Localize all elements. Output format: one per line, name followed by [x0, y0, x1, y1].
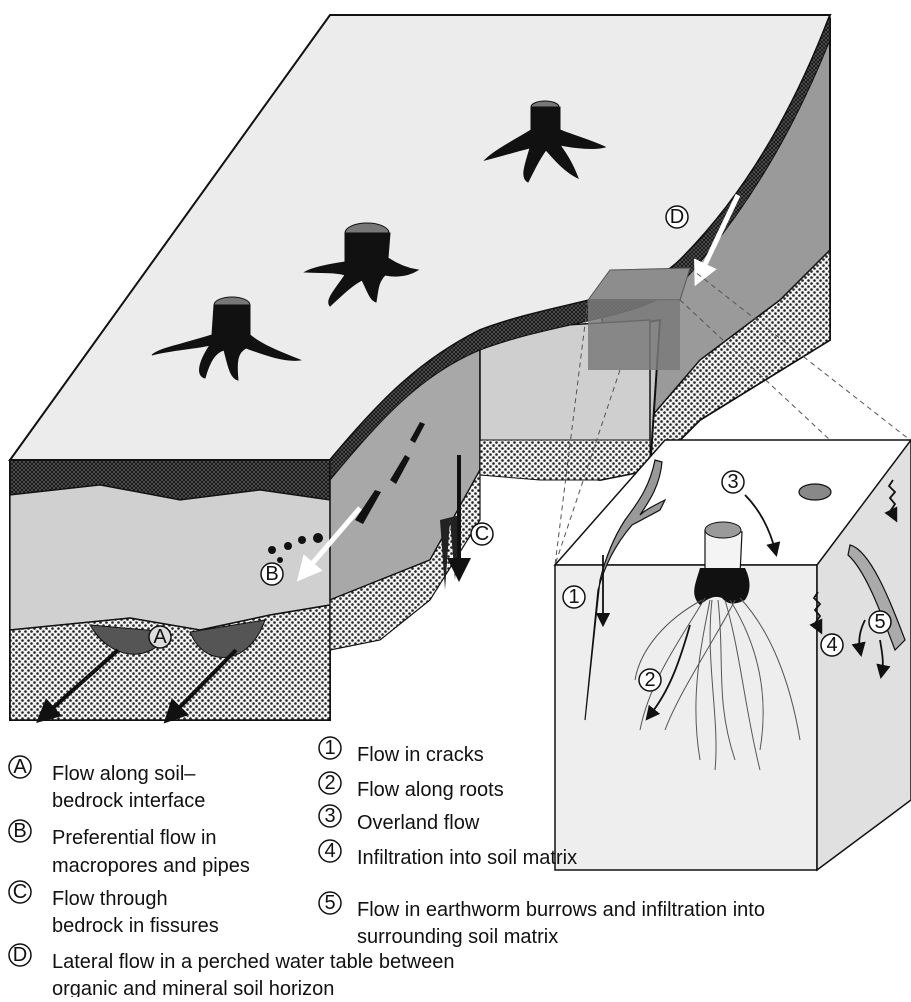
legend-item-d: D Lateral flow in a perched water table … — [9, 944, 454, 997]
legend-a-line1: Flow along soil– — [52, 763, 196, 785]
marker-2: 2 — [639, 669, 661, 691]
svg-text:D: D — [670, 206, 684, 228]
svg-text:B: B — [265, 563, 278, 585]
legend-3-line1: Overland flow — [357, 812, 480, 834]
svg-text:5: 5 — [874, 611, 885, 633]
sample-cube-front — [588, 300, 680, 370]
marker-5: 5 — [869, 611, 891, 633]
svg-text:1: 1 — [324, 737, 335, 759]
mineral-soil — [10, 485, 330, 630]
legend-item-a: A Flow along soil– bedrock interface — [9, 756, 205, 812]
legend-item-3: 3 Overland flow — [319, 805, 480, 834]
svg-text:4: 4 — [324, 840, 335, 862]
legend-d-line1: Lateral flow in a perched water table be… — [52, 951, 454, 973]
legend-4-line1: Infiltration into soil matrix — [357, 847, 577, 869]
svg-text:4: 4 — [826, 634, 837, 656]
marker-d: D — [666, 206, 688, 228]
zoom-stump-top — [705, 522, 741, 538]
svg-text:2: 2 — [324, 772, 335, 794]
legend-item-4: 4 Infiltration into soil matrix — [319, 840, 577, 869]
legend-b-line1: Preferential flow in — [52, 827, 217, 849]
marker-4: 4 — [821, 634, 843, 656]
legend-item-2: 2 Flow along roots — [319, 772, 504, 801]
legend-item-c: C Flow through bedrock in fissures — [9, 881, 219, 937]
svg-text:C: C — [13, 881, 27, 903]
legend-2-line1: Flow along roots — [357, 779, 504, 801]
svg-text:1: 1 — [568, 586, 579, 608]
legend-item-1: 1 Flow in cracks — [319, 737, 484, 766]
legend-1-line1: Flow in cracks — [357, 744, 484, 766]
svg-text:3: 3 — [727, 471, 738, 493]
zoom-cube — [555, 440, 911, 870]
marker-a: A — [149, 626, 171, 648]
marker-b: B — [261, 563, 283, 585]
svg-text:A: A — [153, 626, 167, 648]
svg-text:C: C — [475, 523, 489, 545]
legend-item-5: 5 Flow in earthworm burrows and infiltra… — [319, 892, 765, 948]
svg-text:5: 5 — [324, 892, 335, 914]
marker-3: 3 — [722, 471, 744, 493]
burrow-opening — [799, 484, 831, 500]
legend-5-line1: Flow in earthworm burrows and infiltrati… — [357, 899, 765, 921]
legend-item-b: B Preferential flow in macropores and pi… — [9, 820, 250, 877]
svg-text:2: 2 — [644, 669, 655, 691]
legend-a-line2: bedrock interface — [52, 790, 205, 812]
svg-text:D: D — [13, 944, 27, 966]
svg-text:B: B — [13, 820, 26, 842]
valley-bedrock-right — [480, 440, 650, 480]
marker-1: 1 — [563, 586, 585, 608]
legend-c-line2: bedrock in fissures — [52, 915, 219, 937]
marker-c: C — [471, 523, 493, 545]
legend-c-line1: Flow through — [52, 888, 168, 910]
zoom-cube-front — [555, 565, 817, 870]
legend-d-line2: organic and mineral soil horizon — [52, 978, 334, 997]
legend-b-line2: macropores and pipes — [52, 855, 250, 877]
legend-5-line2: surrounding soil matrix — [357, 926, 558, 948]
svg-text:3: 3 — [324, 805, 335, 827]
svg-text:A: A — [13, 756, 27, 778]
